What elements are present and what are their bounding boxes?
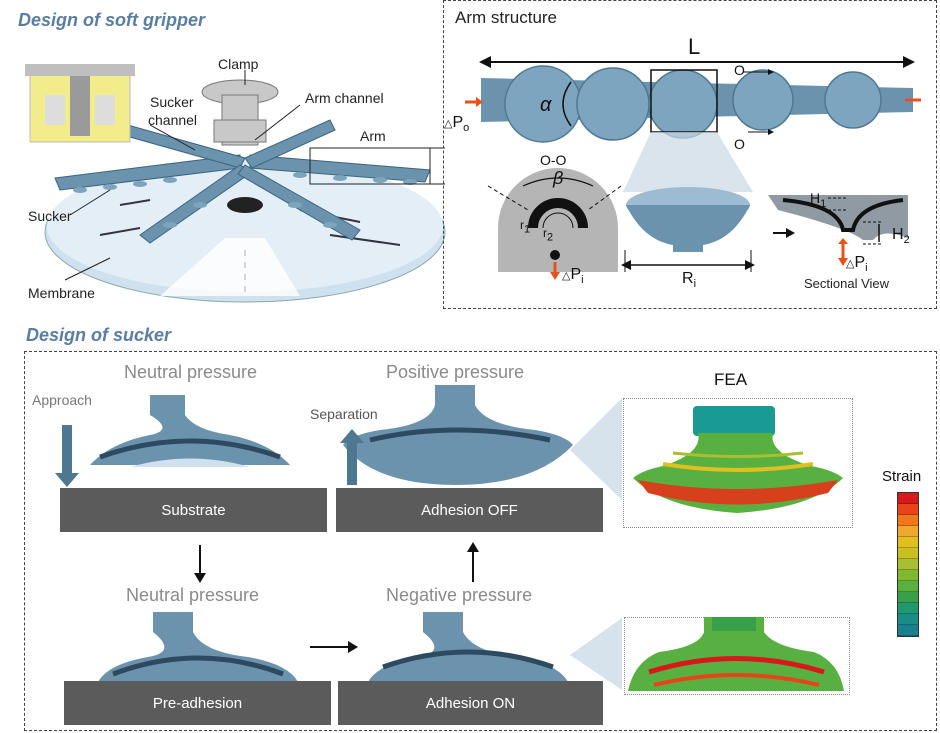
fea-title: FEA xyxy=(714,370,748,389)
label-arm-channel: Arm channel xyxy=(305,90,384,106)
colorbar-segment xyxy=(898,581,918,592)
state-positive: Positive pressure xyxy=(386,362,525,382)
sucker-negative-on xyxy=(368,612,568,682)
state-negative: Negative pressure xyxy=(386,585,533,605)
pressure-inner-label: △Pi xyxy=(562,266,584,287)
label-approach: Approach xyxy=(32,392,92,408)
label-sucker-channel-1: Sucker xyxy=(150,94,194,110)
colorbar-segment xyxy=(898,548,918,559)
sectional-pressure-label: △Pi xyxy=(846,254,868,275)
alpha-label: α xyxy=(540,94,552,116)
label-clamp: Clamp xyxy=(218,56,259,72)
sucker-positive-separation xyxy=(340,385,573,485)
pressure-outer-label: △Po xyxy=(444,114,470,135)
strain-legend-title: Strain xyxy=(882,468,922,485)
colorbar-segment xyxy=(898,493,918,504)
colorbar-segment xyxy=(898,570,918,581)
fea-projections xyxy=(570,398,622,690)
arrow-right xyxy=(310,641,358,653)
sucker-neutral-pre xyxy=(98,612,298,682)
h1-label: H1 xyxy=(810,190,827,210)
state-neutral-1: Neutral pressure xyxy=(124,362,258,382)
section-marker-bottom: O xyxy=(734,136,745,152)
colorbar-segment xyxy=(898,515,918,526)
gripper-section-title: Design of soft gripper xyxy=(18,10,206,30)
label-separation: Separation xyxy=(310,406,378,422)
fea-bottom-model xyxy=(628,617,844,691)
arm-structure-diagram xyxy=(465,56,921,280)
pre-adhesion-slab: Pre-adhesion xyxy=(64,681,331,725)
delta-symbol: △ xyxy=(444,118,453,130)
colorbar-segment xyxy=(898,625,918,636)
arrow-down xyxy=(194,545,206,583)
section-view-title: O-O xyxy=(540,152,567,168)
sectional-view-label: Sectional View xyxy=(804,276,890,291)
strain-colorbar xyxy=(897,492,919,637)
gripper-illustration xyxy=(25,64,446,303)
label-sucker: Sucker xyxy=(28,208,72,224)
colorbar-segment xyxy=(898,559,918,570)
beta-label: β xyxy=(553,168,564,188)
h2-label: H2 xyxy=(892,226,910,247)
colorbar-segment xyxy=(898,504,918,515)
colorbar-segment xyxy=(898,614,918,625)
colorbar-segment xyxy=(898,526,918,537)
arm-structure-title: Arm structure xyxy=(455,8,558,27)
colorbar-segment xyxy=(898,592,918,603)
adhesion-on-slab: Adhesion ON xyxy=(338,681,603,725)
sucker-section-title: Design of sucker xyxy=(26,325,172,345)
state-neutral-2: Neutral pressure xyxy=(126,585,260,605)
label-arm: Arm xyxy=(360,128,386,144)
label-membrane: Membrane xyxy=(28,285,95,301)
r1-label: r1 xyxy=(520,218,531,236)
arm-structure-panel xyxy=(443,0,937,309)
section-marker-top: O xyxy=(734,62,745,78)
colorbar-segment xyxy=(898,537,918,548)
arrow-up xyxy=(467,542,479,582)
fea-top-model xyxy=(633,406,843,513)
radius-label: Ri xyxy=(682,270,697,291)
colorbar-segment xyxy=(898,603,918,614)
sucker-panel xyxy=(24,351,937,731)
substrate-slab: Substrate xyxy=(60,488,327,532)
label-sucker-channel-2: channel xyxy=(148,112,198,128)
sucker-neutral-approach xyxy=(55,395,290,487)
fea-top-frame xyxy=(623,398,853,528)
adhesion-off-slab: Adhesion OFF xyxy=(336,488,603,532)
length-label: L xyxy=(688,34,701,59)
r2-label: r2 xyxy=(543,226,554,244)
